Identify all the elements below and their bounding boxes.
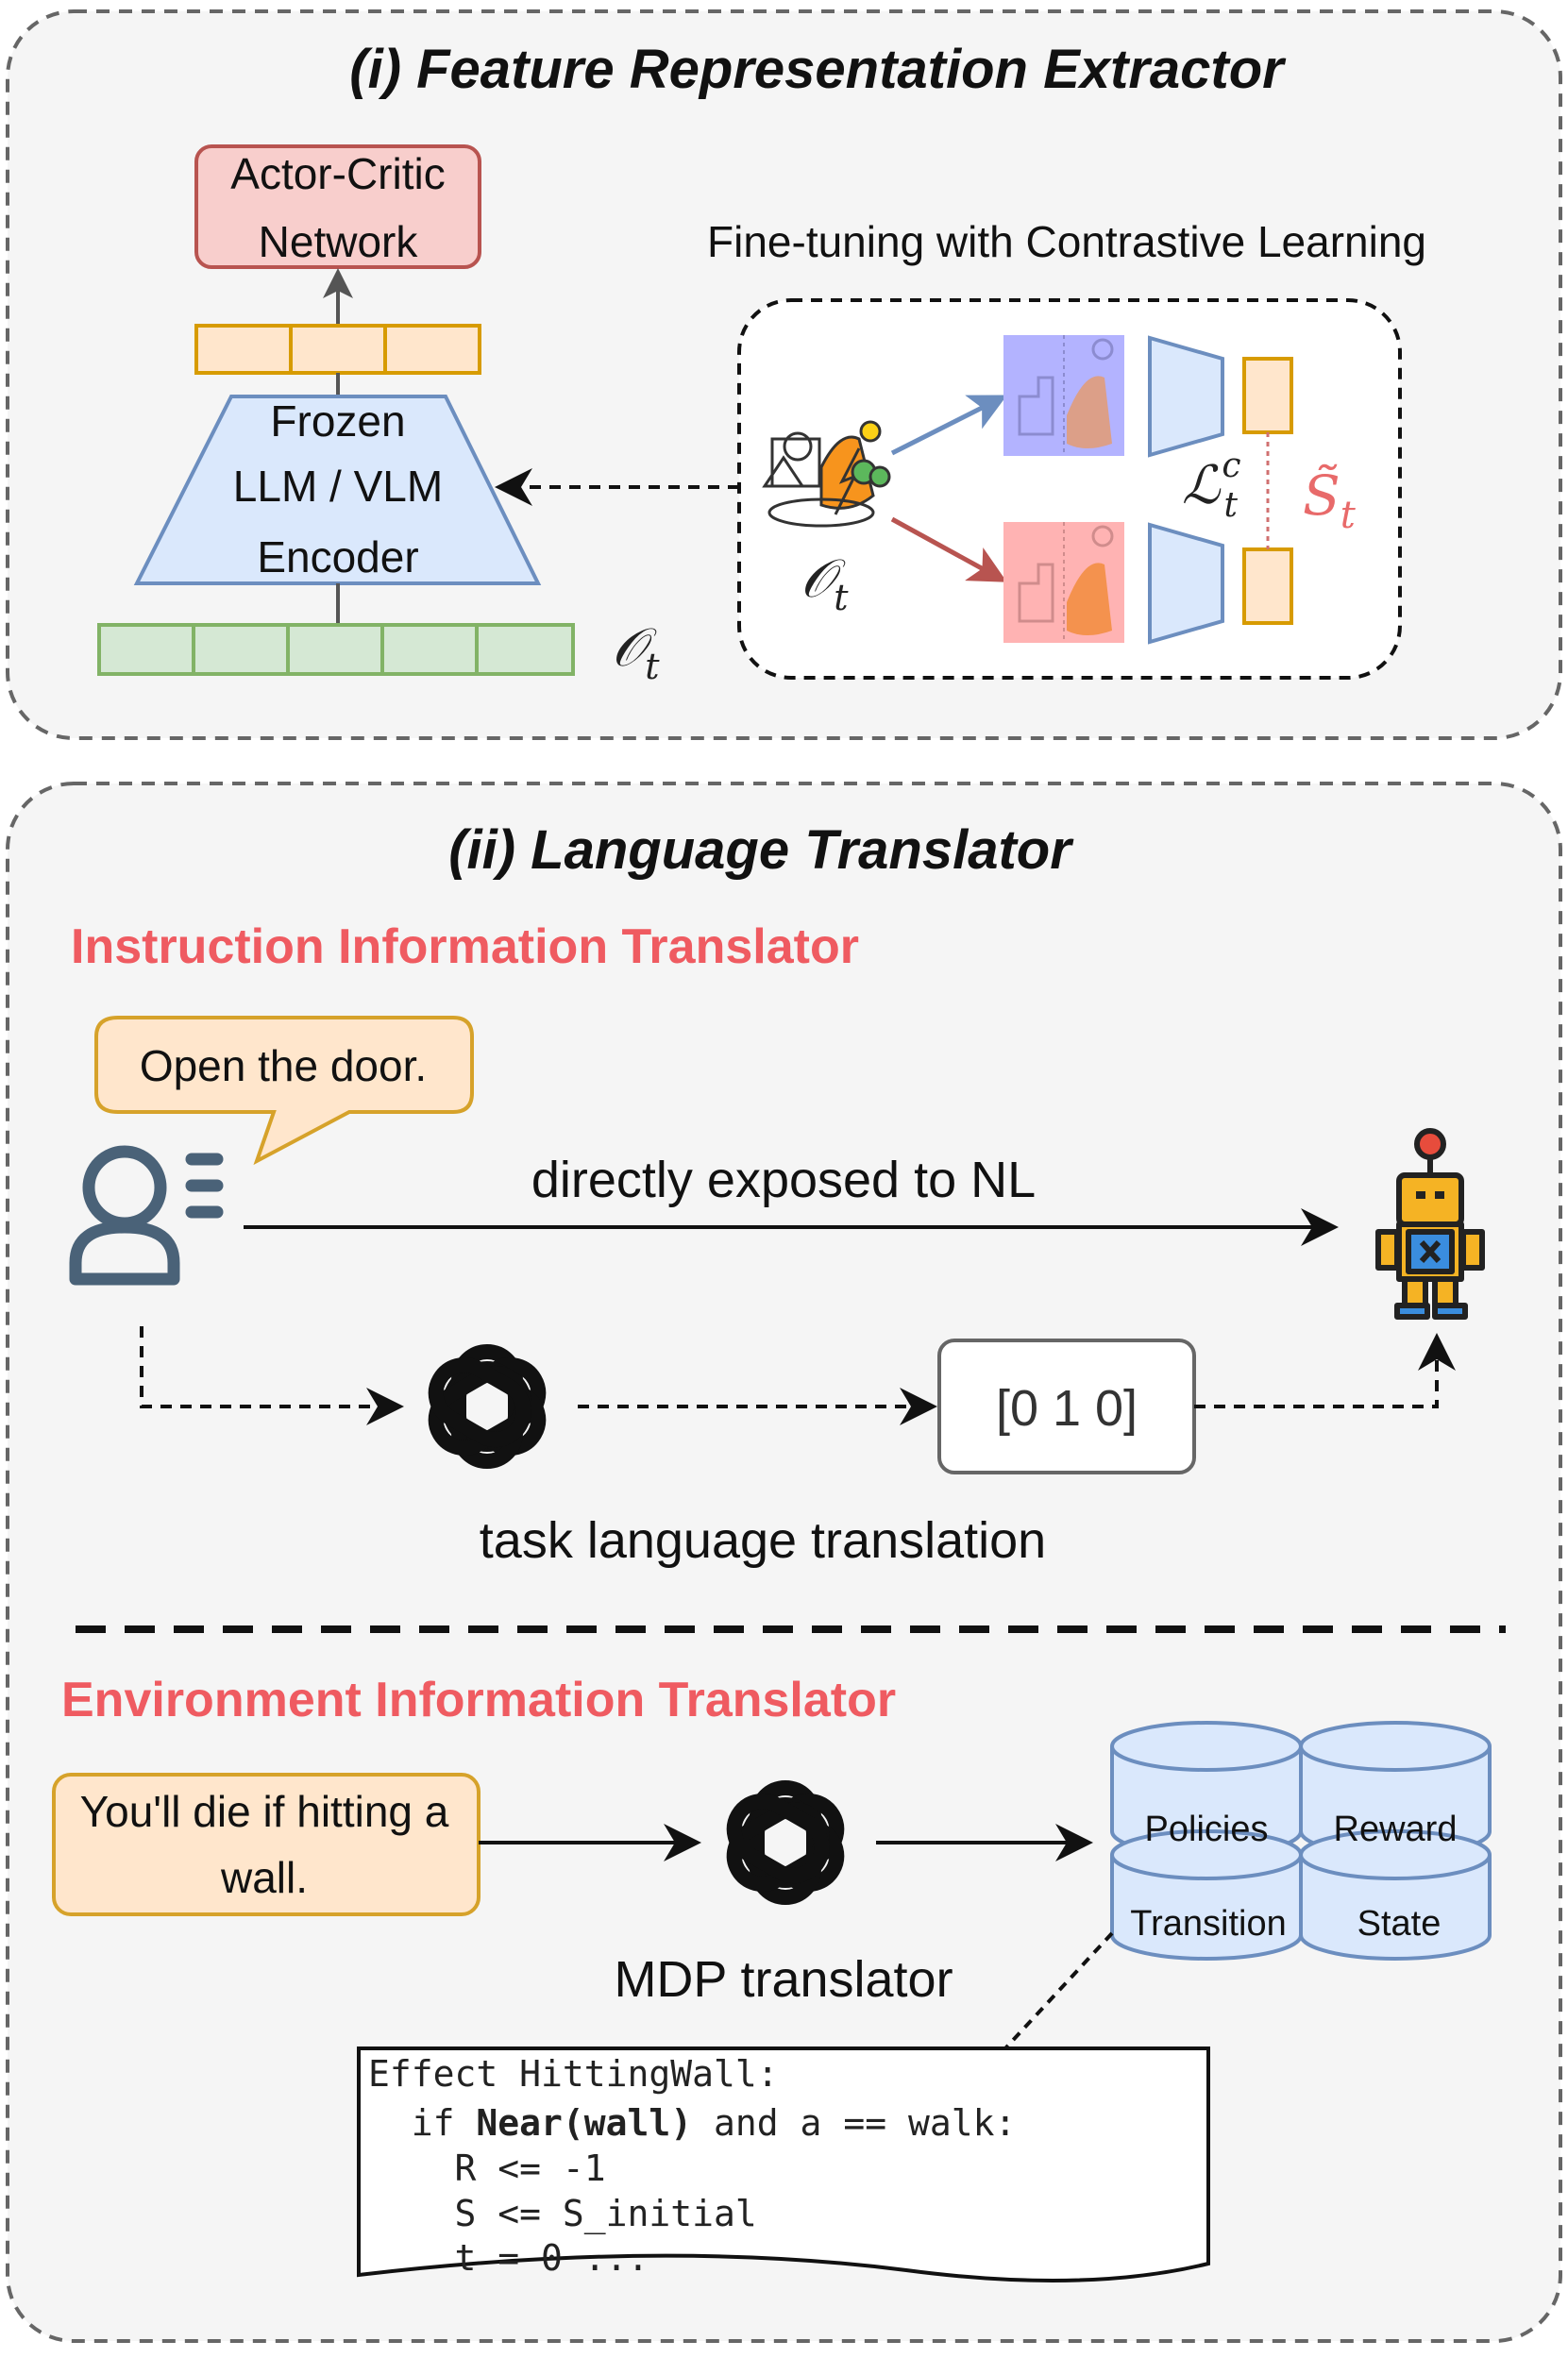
state-label: S̃t — [1303, 463, 1357, 537]
db-reward: Reward — [1334, 1810, 1458, 1849]
contrastive-encoder-bottom — [1148, 522, 1224, 645]
robot-icon — [1375, 1128, 1485, 1320]
vector-text: [0 1 0] — [996, 1380, 1138, 1437]
augment-arrow-red — [890, 516, 1007, 582]
code-line-1: Effect HittingWall: — [368, 2053, 779, 2095]
contrastive-encoder-top — [1148, 335, 1224, 458]
panel1-title: (i) Feature Representation Extractor — [349, 39, 1287, 100]
vector-to-robot-path — [1194, 1333, 1456, 1408]
direct-label: directly exposed to NL — [531, 1152, 1036, 1208]
user-icon — [69, 1145, 224, 1286]
actor-critic-box — [194, 144, 481, 269]
augmented-image-blue — [1003, 335, 1124, 456]
user-to-gpt-path — [140, 1326, 404, 1425]
panel2-title: (ii) Language Translator — [448, 819, 1074, 881]
db-transition: Transition — [1130, 1904, 1286, 1944]
code-document — [357, 2046, 1210, 2282]
env-info-line1: You'll die if hitting a — [80, 1787, 449, 1836]
encoder-label-2: LLM / VLM — [233, 462, 443, 511]
mdp-label: MDP translator — [614, 1951, 953, 2008]
code-line-3: R <= -1 — [368, 2147, 606, 2189]
code-line-4: S <= S_initial — [368, 2193, 757, 2235]
encoder-label-1: Frozen — [270, 396, 405, 446]
observation-label: 𝒪t — [612, 617, 660, 687]
feature-vector — [194, 324, 481, 375]
speech-text: Open the door. — [140, 1041, 427, 1090]
code-line-5: t = 0 ... — [368, 2237, 649, 2279]
db-policies: Policies — [1145, 1810, 1269, 1849]
speech-bubble — [94, 1016, 474, 1166]
environment-heading: Environment Information Translator — [61, 1673, 896, 1727]
augment-arrow-blue — [890, 395, 1007, 456]
augmented-image-red — [1003, 522, 1124, 643]
embedding-top — [1242, 357, 1293, 434]
db-to-code-connector — [1003, 1931, 1114, 2050]
database-icon — [1110, 1721, 1492, 1961]
instruction-heading: Instruction Information Translator — [71, 919, 859, 974]
db-state: State — [1357, 1904, 1442, 1944]
code-line-2: if Near(wall) and a == walk: — [368, 2102, 1016, 2144]
observation-image-icon — [762, 420, 891, 528]
finetune-title: Fine-tuning with Contrastive Learning — [707, 217, 1426, 266]
actor-critic-label-1: Actor-Critic — [230, 149, 445, 198]
observation-tokens — [97, 623, 575, 676]
task-label: task language translation — [480, 1512, 1046, 1569]
frozen-encoder — [133, 395, 542, 585]
encoder-label-3: Encoder — [257, 532, 418, 581]
actor-critic-label-2: Network — [259, 217, 419, 266]
embedding-bottom — [1242, 547, 1293, 625]
env-info-line2: wall. — [220, 1853, 308, 1902]
